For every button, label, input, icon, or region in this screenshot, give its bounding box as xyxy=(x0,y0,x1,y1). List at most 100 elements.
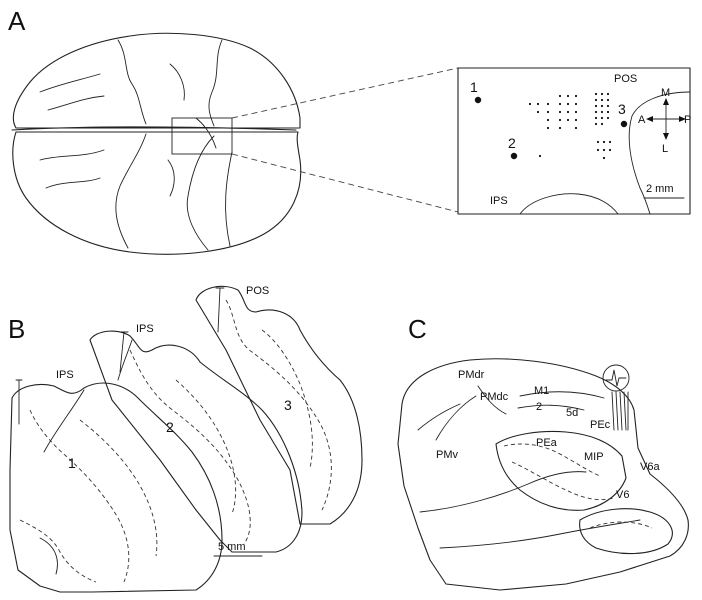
penetration-dot xyxy=(600,110,604,114)
penetration-dot xyxy=(546,110,550,114)
inset-site-2: 2 xyxy=(508,135,516,151)
penetration-dot xyxy=(566,94,570,98)
brain-dorsal-view xyxy=(11,32,302,255)
spike-waveform-circle xyxy=(602,364,630,392)
electrode-track-2 xyxy=(119,331,129,373)
penetration-dot xyxy=(594,104,598,108)
compass-label-p: P xyxy=(684,114,691,126)
penetration-dot xyxy=(600,122,604,126)
penetration-dot xyxy=(566,102,570,106)
penetration-dot xyxy=(546,118,550,122)
inset-site-1: 1 xyxy=(470,79,478,95)
spike-waveform-icon xyxy=(605,369,627,387)
penetration-dot xyxy=(600,116,604,120)
lateral-sulcus xyxy=(419,471,587,513)
spc-sulcus xyxy=(517,404,585,411)
principal-sulcus xyxy=(417,403,461,431)
penetration-dot xyxy=(606,116,610,120)
intraparietal-sulcus-right xyxy=(186,135,215,251)
section-2-outline xyxy=(89,330,303,553)
compass-arrow-right xyxy=(679,116,686,122)
central-sulcus-left xyxy=(117,39,147,125)
penetration-dot xyxy=(558,94,562,98)
central-sulcus-right xyxy=(115,133,147,249)
inset-site-3: 3 xyxy=(618,101,626,117)
sulcus-e xyxy=(45,177,101,189)
panel-letter-a: A xyxy=(8,6,26,36)
penetration-dot xyxy=(596,148,600,152)
penetration-dot xyxy=(608,140,612,144)
compass-arrow-left xyxy=(646,116,653,122)
sections-label-ips-mid: IPS xyxy=(136,323,154,335)
penetration-dot xyxy=(600,104,604,108)
penetration-dot xyxy=(558,110,562,114)
area-label-2: 2 xyxy=(536,401,542,413)
penetration-dot xyxy=(566,110,570,114)
electrode-track-3 xyxy=(215,287,225,333)
recording-inset: POS IPS 1 2 3 M A P L 2 mm xyxy=(457,67,691,215)
site-2-marker xyxy=(510,152,518,160)
area-label-pmv: PMv xyxy=(436,449,459,461)
sections-label-ips-left: IPS xyxy=(56,369,74,381)
penetration-dot xyxy=(594,98,598,102)
penetration-dot xyxy=(538,154,542,158)
compass-arrow-up xyxy=(663,98,669,105)
v6-dashed xyxy=(589,521,653,529)
penetration-dot xyxy=(594,116,598,120)
right-hemisphere-outline xyxy=(12,131,302,255)
penetration-dot xyxy=(606,92,610,96)
inset-frame xyxy=(457,67,691,215)
compass-label-l: L xyxy=(662,143,668,155)
panel-letter-c: C xyxy=(408,314,427,344)
zoom-leader-top xyxy=(231,67,459,119)
cingulate-sulcus xyxy=(519,391,605,399)
area-label-pea: PEa xyxy=(536,437,558,449)
sections-scale-label: 5 mm xyxy=(218,541,246,553)
intraparietal-sulcus-left xyxy=(208,39,223,127)
ips-dashed-boundary-2 xyxy=(511,461,615,501)
penetration-dot xyxy=(536,102,540,106)
opened-ips-region xyxy=(495,431,627,511)
sulcus-a xyxy=(39,73,101,93)
penetration-dot xyxy=(558,126,562,130)
sections-number-3: 3 xyxy=(284,397,292,413)
penetration-dot xyxy=(574,94,578,98)
left-hemisphere-outline xyxy=(12,32,301,129)
ips-dashed-boundary xyxy=(503,443,601,477)
section-1-ips-sulcus xyxy=(43,389,85,453)
penetration-dot xyxy=(602,148,606,152)
penetration-dot xyxy=(536,110,540,114)
inset-label-pos: POS xyxy=(614,73,637,85)
sulcus-c xyxy=(169,63,185,101)
compass-label-a: A xyxy=(638,114,646,126)
penetration-dot xyxy=(546,126,550,130)
lateral-brainstem-line xyxy=(439,519,641,549)
rectangle-sulcus xyxy=(195,117,217,149)
penetration-dot xyxy=(596,140,600,144)
penetration-dot xyxy=(558,118,562,122)
penetration-dot xyxy=(606,98,610,102)
penetration-dot xyxy=(528,102,532,106)
sulcus-f xyxy=(167,159,175,197)
penetration-dots xyxy=(528,92,612,160)
lateral-brain-outline xyxy=(397,358,689,591)
section-2-inner xyxy=(175,379,237,515)
inset-pos-sulcus xyxy=(628,91,691,215)
sections-number-2: 2 xyxy=(166,419,174,435)
penetration-dot xyxy=(566,118,570,122)
site-3-marker xyxy=(620,120,628,128)
penetration-dot xyxy=(574,102,578,106)
section-3-outline xyxy=(195,285,363,525)
section-3-white-matter xyxy=(225,299,332,511)
penetration-dot xyxy=(594,92,598,96)
penetration-dot xyxy=(600,98,604,102)
penetration-dot xyxy=(594,110,598,114)
compass-arrow-down xyxy=(663,133,669,140)
area-label-m1: M1 xyxy=(534,385,549,397)
section-1-inner xyxy=(79,419,158,557)
site-1-marker xyxy=(474,96,482,104)
penetration-dot xyxy=(574,110,578,114)
section-1-lateral-sulcus xyxy=(39,537,58,575)
